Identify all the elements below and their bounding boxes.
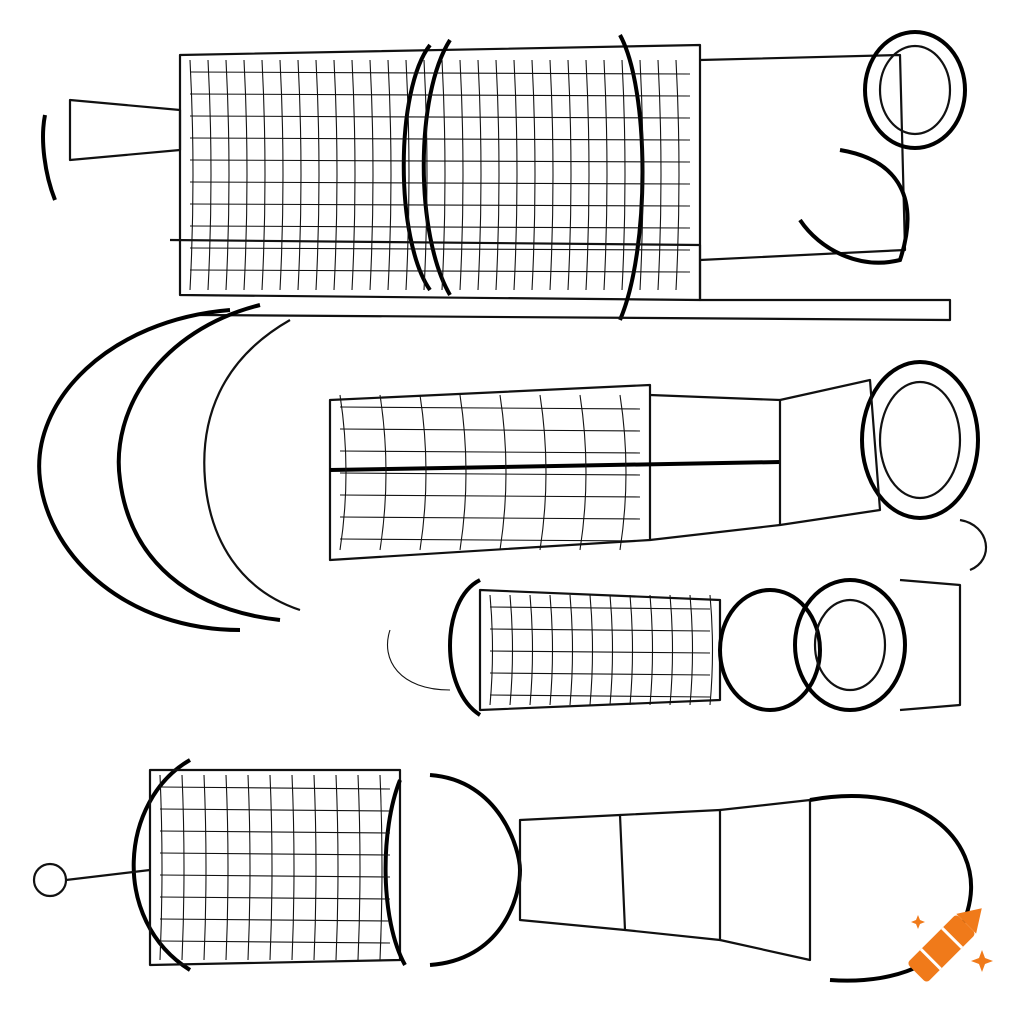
crayon-icon: [908, 908, 982, 982]
hatch-line: [339, 450, 641, 454]
rib-line: [279, 59, 284, 291]
hatch-line: [189, 159, 691, 163]
rib-line: [159, 774, 163, 961]
rib-line: [657, 59, 662, 291]
hatch-line: [159, 940, 391, 944]
rib-line: [261, 59, 266, 291]
rib-line: [569, 594, 574, 706]
rib-line: [207, 59, 212, 291]
hatch-line: [489, 694, 711, 698]
rib-line: [709, 594, 714, 706]
rib-line: [405, 59, 410, 291]
rib-line: [333, 59, 338, 291]
hatch-line: [339, 516, 641, 520]
hatch-line: [189, 225, 691, 229]
rib-line: [335, 774, 339, 961]
hatch-line: [489, 650, 711, 654]
rib-line: [585, 59, 590, 291]
rib-line: [603, 59, 608, 291]
rib-line: [297, 59, 302, 291]
bottom-machine: [32, 758, 974, 983]
hatch-line: [339, 472, 641, 476]
rib-line: [315, 59, 320, 291]
hatch-line: [159, 786, 391, 790]
rib-line: [513, 59, 518, 291]
middle-machine-ribs: [339, 394, 641, 551]
top-machine-ribs: [189, 59, 691, 291]
rib-line: [499, 394, 507, 551]
hatch-line: [189, 247, 691, 251]
rib-line: [621, 59, 626, 291]
sparkle-icon: [911, 915, 925, 929]
rib-line: [579, 394, 587, 551]
rib-line: [441, 59, 446, 291]
rib-line: [589, 594, 594, 706]
rib-line: [203, 774, 207, 961]
hatch-line: [339, 494, 641, 498]
rib-line: [629, 594, 634, 706]
rib-line: [291, 774, 295, 961]
rib-line: [609, 594, 614, 706]
rib-line: [225, 59, 230, 291]
rib-line: [549, 59, 554, 291]
rib-line: [529, 594, 534, 706]
hatch-line: [159, 830, 391, 834]
hatch-line: [489, 672, 711, 676]
rib-line: [357, 774, 361, 961]
rib-line: [379, 394, 387, 551]
rib-line: [351, 59, 356, 291]
rib-line: [689, 594, 694, 706]
hatch-line: [489, 606, 711, 610]
rib-line: [477, 59, 482, 291]
rib-line: [369, 59, 374, 291]
rib-line: [459, 59, 464, 291]
bottom-machine-ribs: [159, 774, 391, 961]
rib-line: [379, 774, 383, 961]
hatch-line: [489, 628, 711, 632]
rib-line: [243, 59, 248, 291]
sparkle-icon: [971, 950, 993, 972]
rib-line: [549, 594, 554, 706]
rib-line: [567, 59, 572, 291]
hatch-line: [339, 428, 641, 432]
hatch-line: [339, 406, 641, 410]
hatch-line: [159, 874, 391, 878]
third-machine: [386, 578, 962, 717]
rib-line: [675, 59, 680, 291]
rib-line: [225, 774, 229, 961]
rib-line: [423, 59, 428, 291]
hatch-line: [189, 93, 691, 97]
rib-line: [181, 774, 185, 961]
top-machine: [41, 30, 967, 322]
rib-line: [313, 774, 317, 961]
rib-line: [387, 59, 392, 291]
rib-line: [619, 394, 627, 551]
third-machine-ribs: [489, 594, 714, 706]
middle-machine: [37, 303, 988, 632]
hatch-line: [159, 808, 391, 812]
hatch-line: [189, 137, 691, 141]
hatch-line: [189, 203, 691, 207]
hatch-line: [339, 538, 641, 542]
hatch-line: [189, 71, 691, 75]
hatch-line: [159, 896, 391, 900]
hatch-line: [189, 115, 691, 119]
hatch-line: [189, 181, 691, 185]
rib-line: [639, 59, 644, 291]
rib-line: [189, 59, 194, 291]
hatch-line: [189, 269, 691, 273]
rib-line: [269, 774, 273, 961]
rib-line: [531, 59, 536, 291]
hatch-line: [159, 918, 391, 922]
rib-line: [459, 394, 467, 551]
rib-line: [539, 394, 547, 551]
rib-line: [649, 594, 654, 706]
rib-line: [495, 59, 500, 291]
rib-line: [247, 774, 251, 961]
hatch-line: [159, 852, 391, 856]
rib-line: [419, 394, 427, 551]
rib-line: [669, 594, 674, 706]
